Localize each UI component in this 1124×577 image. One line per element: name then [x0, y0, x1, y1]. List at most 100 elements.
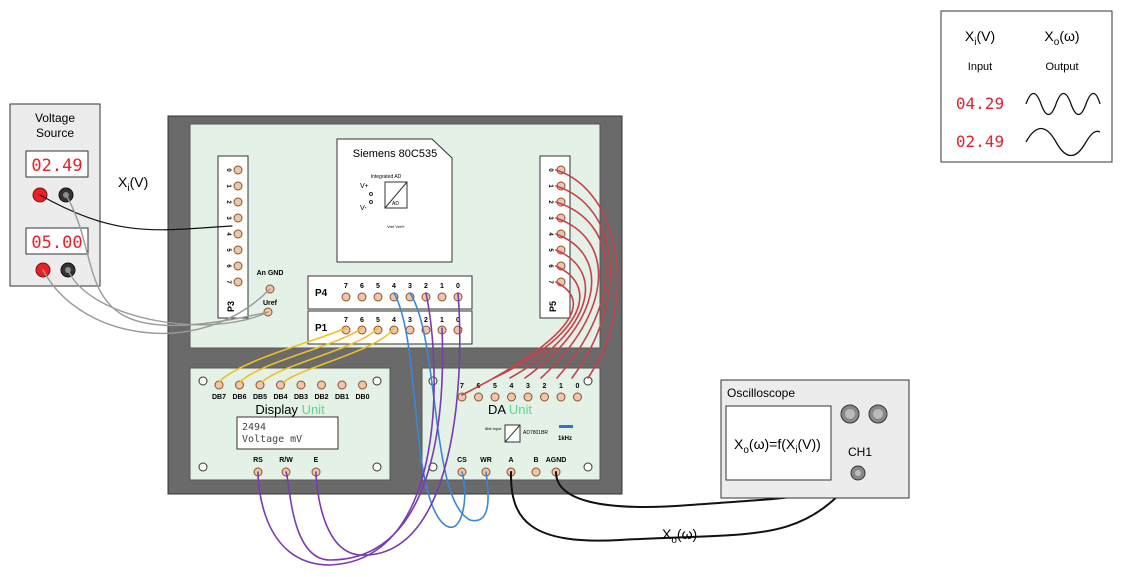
legend-box: Xi(V) Xo(ω) Input Output 04.29 02.49: [940, 10, 1113, 163]
da-bit-pin-5[interactable]: [490, 392, 500, 402]
p3-pin-label-2: 2: [225, 200, 231, 204]
display-lcd-line1: 2494: [242, 422, 266, 433]
p3-pin-label-3: 3: [225, 216, 231, 220]
p4-pin-label-1: 1: [440, 283, 444, 290]
legend-row2-wave: [1025, 127, 1101, 157]
oscilloscope: Oscilloscope Xo(ω)=f(Xi(V)) CH1: [720, 379, 910, 499]
display-pin-db2[interactable]: [317, 380, 326, 390]
p1-pin-label-4: 4: [392, 317, 396, 324]
p1-pin-5[interactable]: [373, 325, 383, 335]
da-bit-label-0: 0: [576, 383, 580, 390]
svg-text:V-: V-: [360, 205, 367, 212]
display-ctrl-label-0: RS: [253, 457, 263, 464]
mcu-chip: Siemens 80C535 Integrated AD V+ V- AD Vr…: [336, 138, 453, 263]
display-ctrl-label-2: E: [314, 457, 319, 464]
p1-pin-3[interactable]: [405, 325, 415, 335]
da-chip: AD7801BR: [523, 430, 548, 436]
an-gnd-label: An GND: [257, 270, 284, 277]
display-pin-label-db4: DB4: [273, 394, 287, 401]
da-bit-pin-6[interactable]: [474, 392, 483, 402]
legend-row1-value: 04.29: [956, 94, 1004, 113]
wires: [39, 169, 859, 566]
da-freq: 1kHz: [558, 436, 572, 442]
p3-pin-1[interactable]: [233, 181, 243, 191]
svg-text:P1: P1: [315, 323, 328, 334]
display-pin-db1[interactable]: [337, 380, 347, 390]
p1-pin-0[interactable]: [453, 325, 463, 335]
p3-pin-label-6: 6: [225, 264, 231, 268]
p4-pin-1[interactable]: [437, 292, 447, 302]
display-pin-label-db1: DB1: [335, 394, 349, 401]
legend-col2-caption: Output: [1045, 61, 1078, 73]
p3-pin-0[interactable]: [233, 165, 243, 175]
p3-pin-label-1: 1: [225, 184, 231, 188]
p4-pin-5[interactable]: [373, 292, 383, 302]
da-bit-label-3: 3: [526, 383, 530, 390]
p4-pin-6[interactable]: [357, 292, 367, 302]
p3-pin-3[interactable]: [233, 213, 243, 223]
p1-pin-4[interactable]: [389, 325, 399, 335]
p3-pin-7[interactable]: [233, 277, 243, 287]
da-ctrl-label-0: CS: [457, 457, 467, 464]
svg-text:AD: AD: [392, 201, 399, 207]
p1-pin-label-1: 1: [440, 317, 444, 324]
p4-pin-7[interactable]: [341, 292, 351, 302]
p1-pin-label-3: 3: [408, 317, 412, 324]
p3-pin-4[interactable]: [233, 229, 243, 239]
p4-pin-label-4: 4: [392, 283, 396, 290]
legend-row2-value: 02.49: [956, 132, 1004, 151]
uref-label: Uref: [263, 300, 278, 307]
da-ctrl-pin-3[interactable]: [531, 467, 541, 477]
p3-pin-label-7: 7: [225, 280, 231, 284]
display-pin-label-db3: DB3: [294, 394, 308, 401]
p5-pin-label-2: 2: [547, 200, 553, 204]
voltage-display-2: 05.00: [31, 233, 82, 253]
svg-text:Integrated AD: Integrated AD: [371, 174, 402, 180]
p1-pin-label-5: 5: [376, 317, 380, 324]
display-pin-label-db2: DB2: [314, 394, 328, 401]
voltage-source-title-2: Source: [36, 126, 74, 140]
display-pin-db5[interactable]: [255, 380, 265, 390]
p3-pin-label-5: 5: [225, 248, 231, 252]
da-bit-label-1: 1: [559, 383, 563, 390]
da-bit-pin-7[interactable]: [457, 392, 467, 402]
display-unit-title: Display Unit: [255, 402, 325, 417]
da-bit-pin-4[interactable]: [507, 392, 516, 402]
svg-text:P5: P5: [548, 301, 558, 312]
display-pin-label-db5: DB5: [253, 394, 267, 401]
legend-row1-wave: [1025, 92, 1101, 116]
oscilloscope-title: Oscilloscope: [727, 386, 795, 400]
display-pin-db4[interactable]: [276, 380, 285, 390]
p5-pin-label-3: 3: [547, 216, 553, 220]
display-pin-db3[interactable]: [296, 380, 306, 390]
da-bit-pin-0[interactable]: [573, 392, 582, 402]
da-ctrl-label-3: B: [533, 457, 538, 464]
p1-pin-label-2: 2: [424, 317, 428, 324]
da-unit-title: DA Unit: [488, 402, 532, 417]
display-pin-label-db0: DB0: [355, 394, 369, 401]
da-ctrl-label-2: A: [508, 457, 513, 464]
p4-pin-label-5: 5: [376, 283, 380, 290]
da-bit-label-2: 2: [543, 383, 547, 390]
da-bit-label-4: 4: [510, 383, 514, 390]
da-bit-pin-3[interactable]: [523, 392, 533, 402]
p4-pin-label-6: 6: [360, 283, 364, 290]
svg-text:V+: V+: [360, 183, 369, 190]
svg-text:P4: P4: [315, 288, 328, 299]
p3-pin-label-4: 4: [225, 232, 231, 236]
p3-pin-6[interactable]: [233, 261, 243, 271]
p5-pin-label-5: 5: [547, 248, 553, 252]
p3-pin-5[interactable]: [233, 245, 243, 255]
display-pin-db0[interactable]: [358, 380, 367, 390]
p3-pin-2[interactable]: [233, 197, 243, 207]
da-bit-pin-2[interactable]: [540, 392, 549, 402]
display-pin-db6[interactable]: [235, 380, 244, 390]
display-lcd-line2: Voltage mV: [242, 434, 302, 445]
da-bit-pin-1[interactable]: [556, 392, 566, 402]
voltage-display-1: 02.49: [31, 156, 82, 176]
p5-pin-label-7: 7: [547, 280, 553, 284]
